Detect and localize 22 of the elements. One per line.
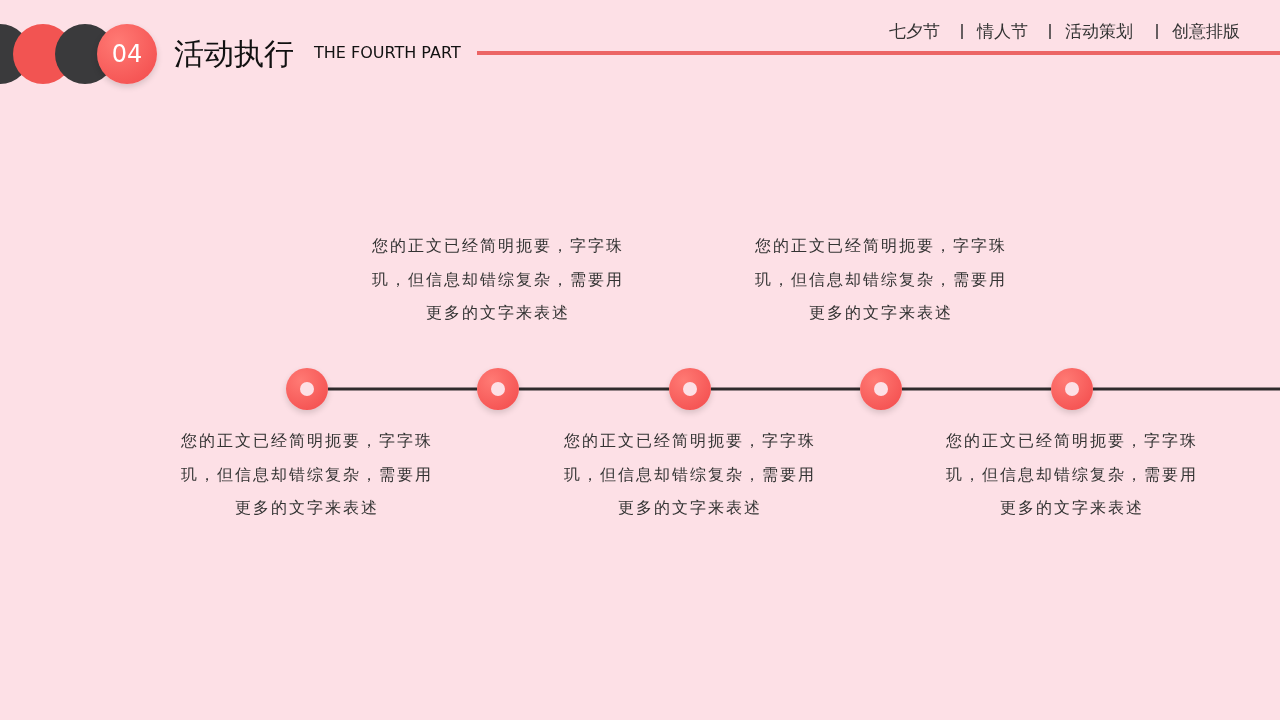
timeline-line	[328, 387, 477, 391]
subtitle: THE FOURTH PART	[314, 43, 461, 63]
description-text: 您的正文已经简明扼要，字字珠玑，但信息却错综复杂，需要用更多的文字来表述	[945, 430, 1199, 519]
description-text: 您的正文已经简明扼要，字字珠玑，但信息却错综复杂，需要用更多的文字来表述	[563, 430, 817, 519]
page-title: 活动执行	[174, 35, 294, 73]
header-tag: 七夕节	[889, 20, 940, 42]
description-text: 您的正文已经简明扼要，字字珠玑，但信息却错综复杂，需要用更多的文字来表述	[180, 430, 434, 519]
timeline-line	[519, 387, 669, 391]
timeline-line	[711, 387, 860, 391]
number-circle: 04	[97, 24, 157, 84]
timeline-dot	[286, 368, 328, 410]
timeline-line	[1093, 387, 1280, 391]
timeline-dot	[477, 368, 519, 410]
timeline-dot	[860, 368, 902, 410]
timeline-dot	[669, 368, 711, 410]
description-text: 您的正文已经简明扼要，字字珠玑，但信息却错综复杂，需要用更多的文字来表述	[754, 235, 1008, 324]
header-tag: 情人节	[977, 20, 1028, 42]
timeline-dot	[1051, 368, 1093, 410]
header-tag: 创意排版	[1172, 20, 1240, 42]
timeline-line	[902, 387, 1051, 391]
header-tag: 活动策划	[1065, 20, 1133, 42]
description-text: 您的正文已经简明扼要，字字珠玑，但信息却错综复杂，需要用更多的文字来表述	[371, 235, 625, 324]
